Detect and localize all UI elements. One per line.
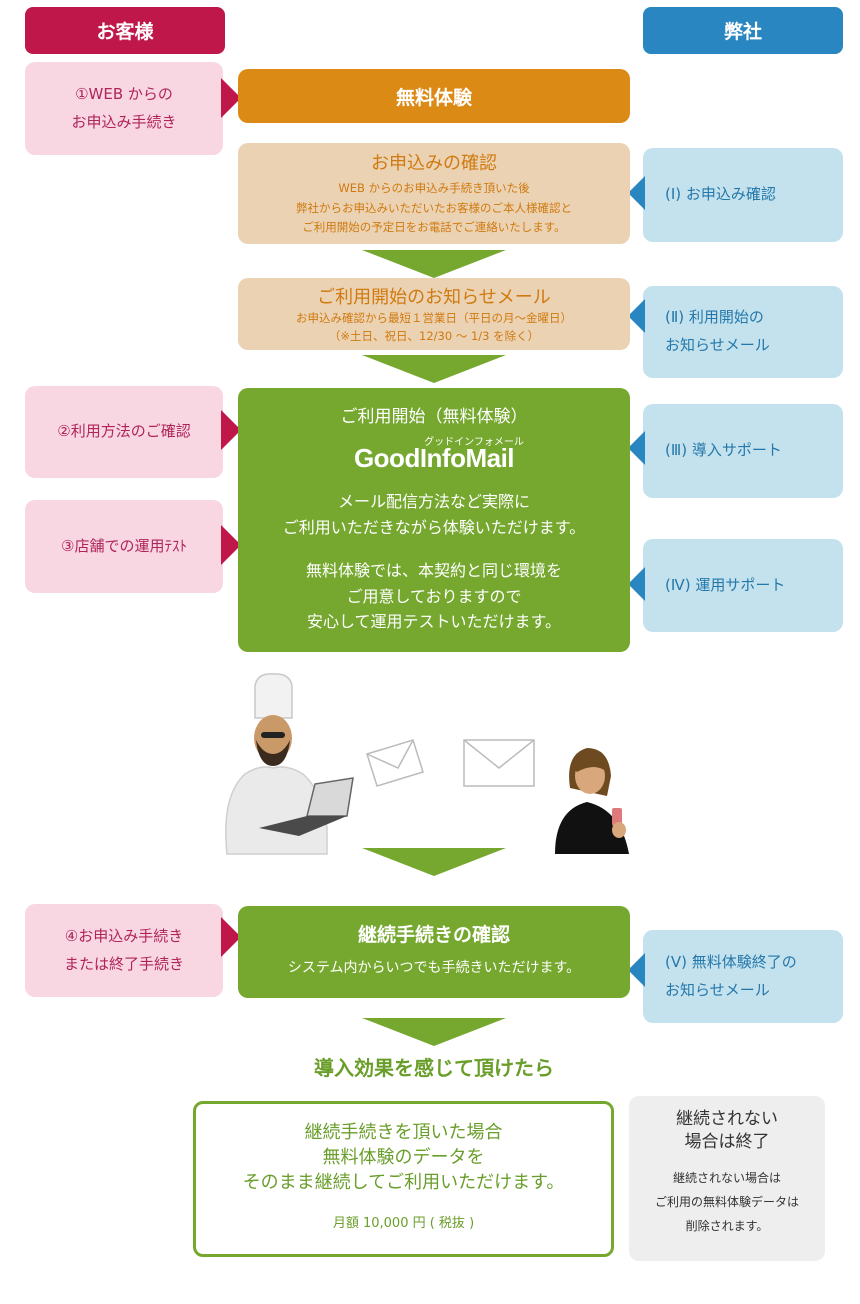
application-confirm-line-2: 弊社からお申込みいただいたお客様のご本人様確認と: [296, 200, 572, 215]
company-step-1: (Ⅰ) お申込み確認: [643, 148, 843, 242]
customer-step-3-arrow: [221, 525, 241, 565]
customer-header: お客様: [25, 7, 225, 54]
down-arrow-4: [362, 1018, 506, 1046]
company-step-2-line-1: (Ⅱ) 利用開始の: [665, 308, 764, 327]
customer-step-4: ④お申込み手続き または終了手続き: [25, 904, 223, 997]
company-step-5-line-2: お知らせメール: [665, 980, 770, 999]
customer-step-4-arrow: [221, 917, 241, 957]
continue-result-line-3: そのまま継続してご利用いただけます。: [242, 1172, 565, 1194]
start-notice-line-1: お申込み確認から最短１営業日（平日の月～金曜日）: [296, 311, 572, 326]
effect-heading: 導入効果を感じて頂けたら: [314, 1056, 554, 1080]
continue-result-line-1: 継続手続きを頂いた場合: [304, 1122, 503, 1143]
company-step-4: (Ⅳ) 運用サポート: [643, 539, 843, 632]
company-step-3: (Ⅲ) 導入サポート: [643, 404, 843, 498]
trial-start-para1-line-1: メール配信方法など実際に: [337, 492, 530, 511]
end-result-line-3: 削除されます。: [685, 1218, 769, 1233]
customer-step-4-line-1: ④お申込み手続き: [64, 926, 184, 945]
company-step-1-arrow: [628, 176, 645, 210]
application-confirm-title: お申込みの確認: [371, 153, 497, 175]
end-result-line-2: ご利用の無料体験データは: [654, 1194, 799, 1209]
envelope-illustration-2: [463, 739, 535, 787]
trial-start-para1-line-2: ご利用いただきながら体験いただけます。: [282, 517, 586, 537]
customer-step-1-line-1: ①WEB からの: [75, 84, 173, 103]
chef-illustration: [225, 673, 354, 855]
company-step-2-arrow: [628, 299, 645, 333]
continue-result-line-2: 無料体験のデータを: [322, 1147, 485, 1169]
application-confirm-line-1: WEB からのお申込み手続き頂いた後: [338, 181, 530, 196]
down-arrow-1: [362, 250, 506, 278]
end-result-title-line-2: 場合は終了: [684, 1131, 770, 1152]
application-confirm-line-3: ご利用開始の予定日をお電話でご連絡いたします。: [302, 220, 566, 235]
end-result-line-1: 継続されない場合は: [672, 1170, 781, 1185]
start-notice-title: ご利用開始のお知らせメール: [317, 287, 551, 309]
company-step-4-line-1: (Ⅳ) 運用サポート: [665, 575, 786, 594]
down-arrow-2: [362, 355, 506, 383]
start-notice-line-2: （※土日、祝日、12/30 ～ 1/3 を除く）: [328, 328, 540, 343]
company-step-5: (Ⅴ) 無料体験終了の お知らせメール: [643, 930, 843, 1023]
continue-confirm-box: 継続手続きの確認 システム内からいつでも手続きいただけます。: [238, 906, 630, 998]
trial-start-para2-line-3: 安心して運用テストいただけます。: [307, 612, 561, 632]
trial-start-title: ご利用開始（無料体験）: [340, 407, 528, 427]
customer-step-2: ②利用方法のご確認: [25, 386, 223, 478]
company-step-4-arrow: [628, 567, 645, 601]
down-arrow-3: [362, 848, 506, 876]
company-step-2: (Ⅱ) 利用開始の お知らせメール: [643, 286, 843, 378]
customer-step-1: ①WEB からの お申込み手続き: [25, 62, 223, 155]
envelope-illustration-1: [366, 739, 424, 787]
company-step-3-line-1: (Ⅲ) 導入サポート: [665, 441, 782, 460]
customer-step-3: ③店舗での運用ﾃｽﾄ: [25, 500, 223, 593]
company-step-5-arrow: [628, 953, 645, 987]
trial-start-box: ご利用開始（無料体験） グッドインフォメール GoodInfoMail メール配…: [238, 388, 630, 652]
customer-step-3-line-1: ③店舗での運用ﾃｽﾄ: [61, 536, 187, 555]
start-notice-box: ご利用開始のお知らせメール お申込み確認から最短１営業日（平日の月～金曜日） （…: [238, 278, 630, 350]
goodinfomail-logo: グッドインフォメール GoodInfoMail: [238, 433, 630, 479]
company-step-1-line-1: (Ⅰ) お申込み確認: [665, 185, 776, 204]
customer-step-1-arrow: [221, 78, 241, 118]
end-result-box: 継続されない 場合は終了 継続されない場合は ご利用の無料体験データは 削除され…: [629, 1096, 825, 1261]
trial-start-para2-line-2: ご用意しておりますので: [346, 586, 522, 606]
application-confirm-box: お申込みの確認 WEB からのお申込み手続き頂いた後 弊社からお申込みいただいた…: [238, 143, 630, 244]
trial-start-para2-line-1: 無料体験では、本契約と同じ環境を: [305, 561, 562, 581]
company-step-5-line-1: (Ⅴ) 無料体験終了の: [665, 952, 797, 971]
customer-step-2-line-1: ②利用方法のご確認: [57, 422, 191, 441]
customer-step-2-arrow: [221, 410, 241, 450]
company-step-3-arrow: [628, 431, 645, 465]
customer-step-4-line-2: または終了手続き: [63, 954, 184, 973]
continue-confirm-subtitle: システム内からいつでも手続きいただけます。: [287, 960, 581, 976]
logo-text: GoodInfoMail: [353, 443, 515, 473]
end-result-title-line-1: 継続されない: [676, 1109, 778, 1129]
continue-confirm-title: 継続手続きの確認: [357, 924, 510, 946]
monthly-price: 月額 10,000 円 ( 税抜 ): [332, 1215, 475, 1231]
logo-kana: グッドインフォメール: [424, 437, 524, 448]
continue-result-box: 継続手続きを頂いた場合 無料体験のデータを そのまま継続してご利用いただけます。…: [193, 1101, 614, 1257]
company-step-2-line-2: お知らせメール: [665, 336, 770, 354]
free-trial-box: 無料体験: [238, 69, 630, 123]
company-header: 弊社: [643, 7, 843, 54]
illustration: [225, 673, 629, 855]
customer-step-1-line-2: お申込み手続き: [71, 112, 177, 131]
woman-illustration: [555, 748, 629, 854]
